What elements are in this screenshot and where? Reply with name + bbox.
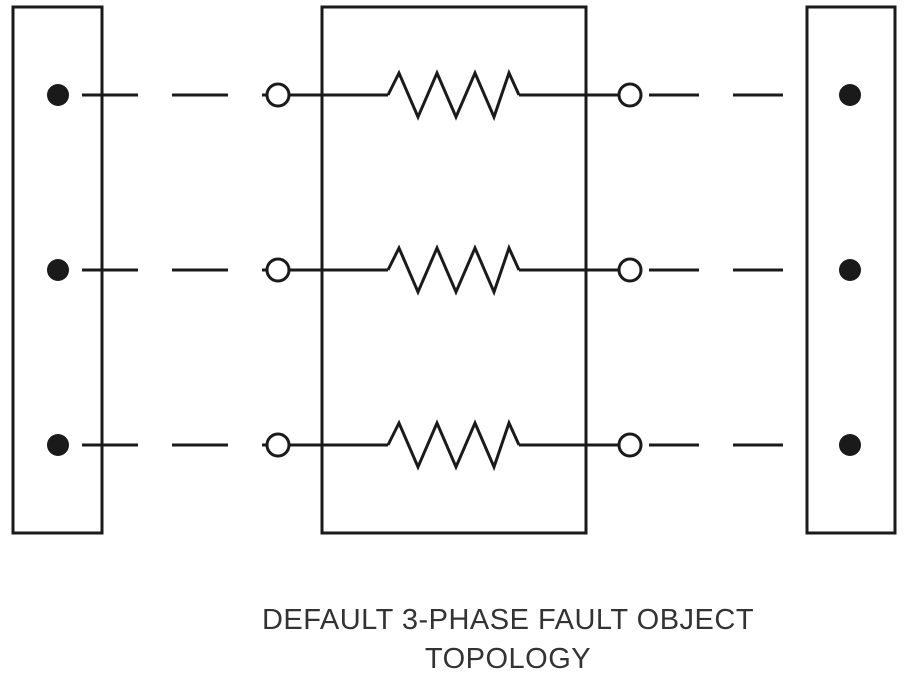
caption-line-2: TOPOLOGY: [424, 643, 592, 675]
phase-3-right-object-terminal: [617, 432, 643, 458]
phase-3-resistor: [386, 418, 521, 472]
phase-3-left-bus-terminal-dot: [47, 434, 69, 456]
phase-1-resistor: [386, 68, 521, 122]
phase-1-left-bus-terminal-dot: [47, 84, 69, 106]
phase-1-left-object-terminal: [265, 82, 291, 108]
phase-1-right-bus-terminal-dot: [839, 84, 861, 106]
phase-3-left-object-terminal: [265, 432, 291, 458]
caption-line-1: DEFAULT 3-PHASE FAULT OBJECT: [261, 604, 755, 636]
right-bus-box: [805, 5, 897, 535]
phase-2-left-object-terminal: [265, 257, 291, 283]
phase-2-right-object-terminal: [617, 257, 643, 283]
phase-2-resistor: [386, 243, 521, 297]
phase-2-right-bus-terminal-dot: [839, 259, 861, 281]
phase-3-right-bus-terminal-dot: [839, 434, 861, 456]
phase-1-right-object-terminal: [617, 82, 643, 108]
phase-2-left-bus-terminal-dot: [47, 259, 69, 281]
